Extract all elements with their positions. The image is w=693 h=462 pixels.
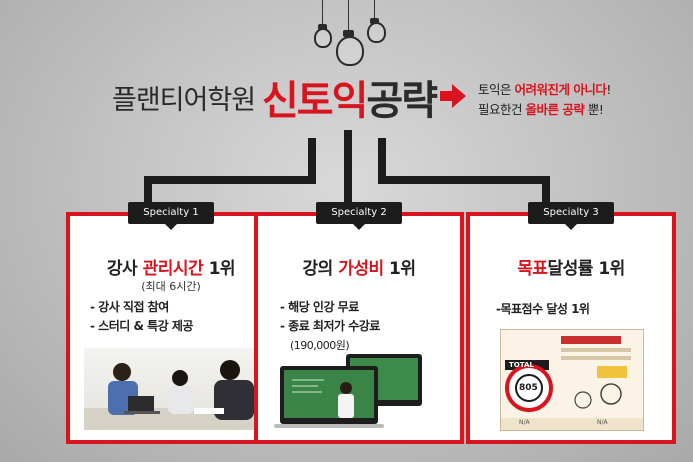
bulb-cord — [374, 0, 375, 20]
specialty-badge: Specialty 2 — [316, 202, 402, 224]
title-red: 신토익 — [262, 78, 368, 124]
specialty-badge: Specialty 3 — [528, 202, 614, 224]
arrow-right-icon — [440, 84, 466, 108]
classroom-photo — [84, 348, 262, 430]
card-bullets: -목표점수 달성 1위 — [496, 302, 590, 316]
card-bullets: - 해당 인강 무료 - 종료 최저가 수강료 (190,000원) — [280, 298, 380, 355]
specialty-card-1: Specialty 1 강사 관리시간 1위 (최대 6시간) - 강사 직접 … — [66, 202, 276, 444]
title-dark: 공략 — [366, 78, 438, 124]
page-title: 신토익공략 — [262, 68, 438, 126]
bulb-cord — [348, 0, 349, 30]
bulb-small-icon — [367, 22, 386, 43]
light-bulbs-decoration — [300, 0, 400, 70]
card-title: 강사 관리시간 1위 — [106, 259, 236, 279]
price-note: (190,000원) — [290, 339, 350, 352]
total-label: TOTAL — [509, 361, 534, 369]
card-title: 목표달성률 1위 — [517, 259, 625, 279]
specialty-card-3: Specialty 3 목표달성률 1위 -목표점수 달성 1위 TOTAL 8… — [466, 202, 676, 444]
card-title: 강의 가성비 1위 — [302, 259, 416, 279]
score-value: 805 — [519, 383, 538, 393]
bulb-cord — [322, 0, 323, 26]
card-bullets: - 강사 직접 참여 - 스터디 & 특강 제공 — [90, 300, 193, 333]
card-subtitle: (최대 6시간) — [141, 280, 201, 293]
bulb-large-icon — [336, 36, 364, 66]
specialty-card-2: Specialty 2 강의 가성비 1위 - 해당 인강 무료 - 종료 최저… — [254, 202, 464, 444]
score-report-image: TOTAL 805 N/A N/A — [500, 329, 644, 431]
specialty-badge: Specialty 1 — [128, 202, 214, 224]
academy-name: 플랜티어학원 — [112, 85, 256, 116]
bulb-small-icon — [314, 28, 332, 48]
tagline: 토익은 어려워진게 아니다! 필요한건 올바른 공략 뿐! — [478, 82, 611, 117]
